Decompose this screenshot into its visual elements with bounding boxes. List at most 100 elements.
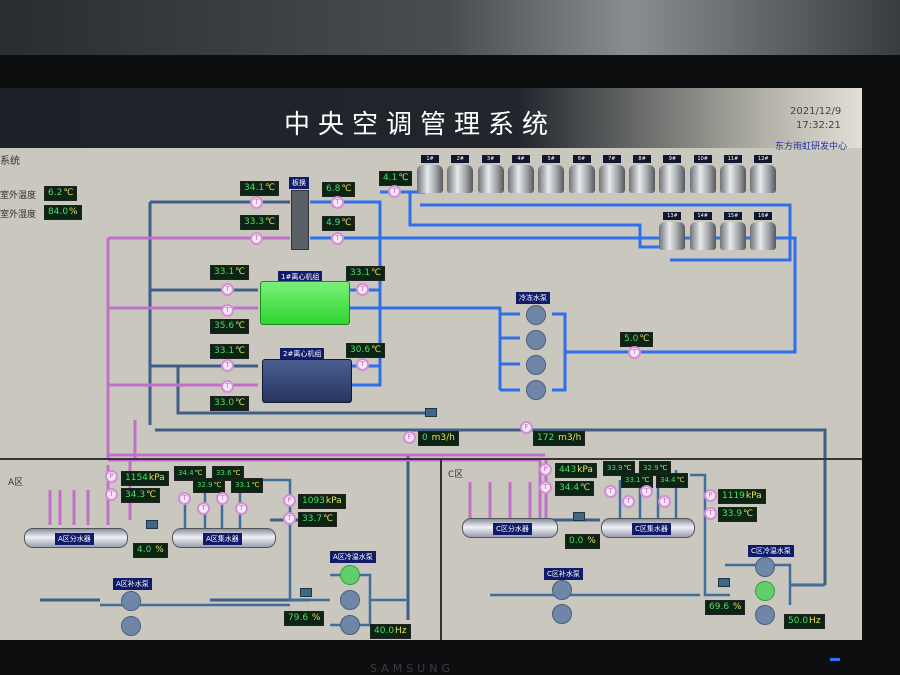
zone-c-label: C区	[448, 470, 464, 480]
temp-sensor[interactable]: T	[105, 488, 118, 501]
chw-pump-4[interactable]	[526, 380, 546, 400]
temp-sensor[interactable]: T	[221, 359, 234, 372]
chiller-2[interactable]	[262, 359, 352, 403]
cooling-tower-label: 6#	[572, 155, 591, 163]
pressure-sensor[interactable]: P	[283, 494, 296, 507]
temp-sensor[interactable]: T	[628, 346, 641, 359]
zone-c-circ-valve-opening: 69.6 %	[705, 600, 746, 615]
cooling-tower-label: 11#	[724, 155, 742, 163]
cooling-tower[interactable]: 8#	[629, 155, 656, 193]
chiller-1[interactable]	[260, 281, 350, 325]
cooling-tower-label: 4#	[511, 155, 530, 163]
zone-c-valve[interactable]	[573, 512, 585, 521]
flow-sensor[interactable]: F	[403, 431, 416, 444]
hx-temp-2: 33.3℃	[240, 215, 280, 230]
zone-a-supply-pressure: 1154kPa	[121, 471, 169, 486]
temp-sensor[interactable]: T	[197, 502, 210, 515]
cooling-tower-label: 1#	[421, 155, 439, 163]
zone-c-circ-valve[interactable]	[718, 578, 730, 587]
outdoor-temp-label: 室外温度	[0, 191, 37, 201]
flow-sensor[interactable]: F	[520, 421, 533, 434]
zone-c-circ-pump-1[interactable]	[755, 557, 775, 577]
cooling-tower[interactable]: 6#	[568, 155, 595, 193]
cooling-tower[interactable]: 10#	[689, 155, 716, 193]
temp-sensor[interactable]: T	[331, 196, 344, 209]
flow-readout-2: 172 m3/h	[533, 431, 586, 446]
zone-c-supply-temp: 34.4℃	[555, 481, 595, 496]
chw-pump-3[interactable]	[526, 355, 546, 375]
temp-sensor[interactable]: T	[283, 512, 296, 525]
temp-sensor[interactable]: T	[622, 495, 635, 508]
cooling-tower[interactable]: 12#	[750, 155, 777, 193]
chw-pump-2[interactable]	[526, 330, 546, 350]
hx-temp-1: 34.1℃	[240, 181, 280, 196]
temp-sensor[interactable]: T	[221, 304, 234, 317]
bypass-valve[interactable]	[425, 408, 437, 417]
cooling-tower[interactable]: 16#	[750, 212, 777, 250]
page-title: 中央空调管理系统	[284, 110, 557, 140]
temp-sensor[interactable]: T	[250, 232, 263, 245]
cooling-tower[interactable]: 11#	[720, 155, 746, 193]
cooling-tower[interactable]: 9#	[659, 155, 686, 193]
zone-c-makeup-pumps-label: C区补水泵	[544, 568, 583, 580]
zone-c-makeup-pump-2[interactable]	[552, 604, 572, 624]
cooling-tower[interactable]: 1#	[417, 155, 443, 193]
temp-sensor[interactable]: T	[704, 507, 717, 520]
cooling-tower-icon	[447, 165, 474, 193]
cooling-tower[interactable]: 14#	[689, 212, 716, 250]
cooling-tower-label: 5#	[542, 155, 561, 163]
zone-divider-vertical	[440, 460, 442, 640]
cooling-tower-icon	[659, 165, 686, 193]
temp-sensor[interactable]: T	[356, 358, 369, 371]
temp-sensor[interactable]: T	[539, 481, 552, 494]
cooling-tower[interactable]: 3#	[477, 155, 504, 193]
cooling-tower[interactable]: 5#	[538, 155, 565, 193]
cooling-tower-label: 9#	[663, 155, 682, 163]
zone-a-distributor-label: A区分水器	[55, 533, 94, 545]
temp-sensor[interactable]: T	[221, 380, 234, 393]
pressure-sensor[interactable]: P	[704, 489, 717, 502]
temp-sensor[interactable]: T	[388, 185, 401, 198]
zone-a-branch-temp-2: 32.9℃	[193, 478, 226, 493]
zone-a-circ-valve[interactable]	[300, 588, 312, 597]
zone-a-circ-pump-1[interactable]	[340, 565, 360, 585]
cooling-tower-icon	[689, 222, 716, 250]
temp-sensor[interactable]: T	[331, 232, 344, 245]
zone-a-distributor[interactable]: A区分水器	[24, 528, 128, 548]
zone-a-makeup-pump-2[interactable]	[121, 616, 141, 636]
zone-a-circ-pump-3[interactable]	[340, 615, 360, 635]
cooling-tower[interactable]: 13#	[659, 212, 686, 250]
zone-a-pump-frequency: 40.0Hz	[370, 624, 411, 639]
cooling-tower[interactable]: 2#	[447, 155, 474, 193]
pressure-sensor[interactable]: P	[539, 463, 552, 476]
pressure-sensor[interactable]: P	[105, 470, 118, 483]
zone-c-distributor-label: C区分水器	[493, 523, 532, 535]
zone-a-valve-opening: 4.0 %	[133, 543, 168, 558]
organization-name: 东方雨虹研发中心	[775, 142, 848, 152]
temp-sensor[interactable]: T	[356, 283, 369, 296]
cooling-tower[interactable]: 15#	[720, 212, 746, 250]
zone-a-makeup-pump-1[interactable]	[121, 591, 141, 611]
temp-sensor[interactable]: T	[235, 502, 248, 515]
zone-a-valve[interactable]	[146, 520, 158, 529]
zone-c-collector[interactable]: C区集水器	[601, 518, 695, 538]
temp-sensor[interactable]: T	[178, 492, 191, 505]
temp-sensor[interactable]: T	[250, 196, 263, 209]
cooling-tower[interactable]: 7#	[598, 155, 625, 193]
zone-c-circ-pump-3[interactable]	[755, 605, 775, 625]
zone-c-supply-pressure: 443kPa	[555, 463, 597, 478]
zone-c-makeup-pump-1[interactable]	[552, 580, 572, 600]
temp-sensor[interactable]: T	[640, 485, 653, 498]
temp-sensor[interactable]: T	[216, 492, 229, 505]
chw-pump-1[interactable]	[526, 305, 546, 325]
zone-c-circ-pump-2[interactable]	[755, 581, 775, 601]
temp-sensor[interactable]: T	[658, 495, 671, 508]
temp-sensor[interactable]: T	[604, 485, 617, 498]
cooling-tower[interactable]: 4#	[507, 155, 534, 193]
temp-sensor[interactable]: T	[221, 283, 234, 296]
zone-c-distributor[interactable]: C区分水器	[462, 518, 558, 538]
chiller1-label: 1#离心机组	[278, 271, 323, 283]
zone-a-circ-pump-2[interactable]	[340, 590, 360, 610]
zone-a-collector[interactable]: A区集水器	[172, 528, 276, 548]
cooling-tower-icon	[659, 222, 686, 250]
